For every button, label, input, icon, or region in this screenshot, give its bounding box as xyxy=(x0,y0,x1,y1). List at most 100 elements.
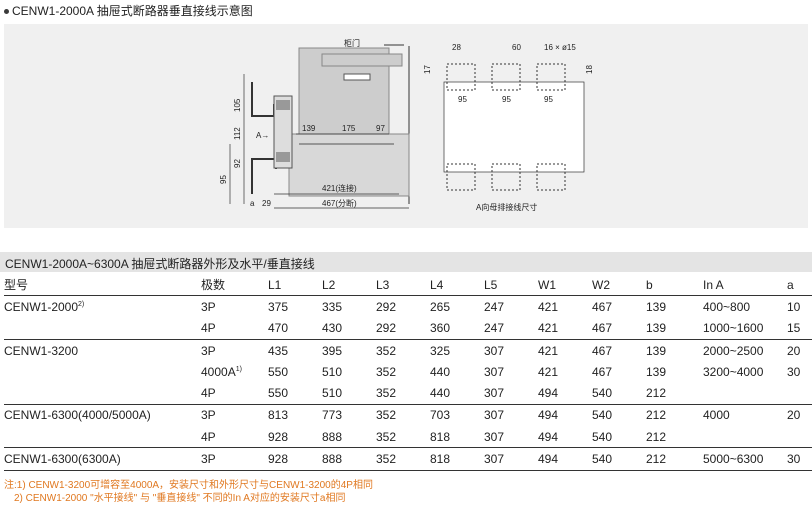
poles-cell: 4P xyxy=(201,382,268,405)
In-cell: 3200~4000 xyxy=(703,361,787,382)
dim-95-c: 95 xyxy=(544,95,553,104)
In-value: 2000~2500 xyxy=(703,343,764,358)
L4-cell: 440 xyxy=(430,361,484,382)
W1-value: 494 xyxy=(538,386,559,401)
L5-cell: 307 xyxy=(484,404,538,426)
In-cell: 2000~2500 xyxy=(703,339,787,361)
L2-value: 430 xyxy=(322,321,343,336)
poles-value: 4000A xyxy=(201,364,236,379)
header-cell: 型号 xyxy=(4,274,201,297)
L5-cell: 247 xyxy=(484,296,538,318)
L3-value: 352 xyxy=(376,386,397,401)
note-2: 2) CENW1-2000 "水平接线" 与 "垂直接线" 不同的In A对应的… xyxy=(14,493,346,504)
header-cell: W2 xyxy=(592,274,646,297)
In-cell: 1000~1600 xyxy=(703,317,787,340)
a-value: 15 xyxy=(787,321,801,336)
a-value: 20 xyxy=(787,343,801,358)
dim-112: 112 xyxy=(233,127,242,140)
cabinet-door-label: 柜门 xyxy=(344,38,360,48)
W2-cell: 467 xyxy=(592,361,646,382)
a-cell xyxy=(787,426,812,449)
b-value: 212 xyxy=(646,386,667,401)
header-cell: a xyxy=(787,274,812,297)
model-cell: CENW1-6300(4000/5000A) xyxy=(4,404,201,426)
W2-value: 540 xyxy=(592,386,613,401)
header-cell: L5 xyxy=(484,274,538,297)
b-value: 139 xyxy=(646,343,667,358)
header-cell: L2 xyxy=(322,274,376,297)
terminal-6 xyxy=(536,163,566,191)
header-cell: 极数 xyxy=(201,274,268,297)
poles-value: 4P xyxy=(201,321,216,336)
L1-cell: 928 xyxy=(268,447,322,471)
L3-value: 352 xyxy=(376,364,397,379)
W1-cell: 421 xyxy=(538,296,592,318)
L4-cell: 818 xyxy=(430,447,484,471)
table-title: CENW1-2000A~6300A 抽屉式断路器外形及水平/垂直接线 xyxy=(5,257,315,271)
In-cell: 4000 xyxy=(703,404,787,426)
a-value: 10 xyxy=(787,299,801,314)
L2-value: 773 xyxy=(322,408,343,423)
wiring-diagram: 柜门 105 112 95 92 A→ 139 175 97 421(连接) 4… xyxy=(4,24,808,228)
L5-cell: 307 xyxy=(484,361,538,382)
In-cell: 5000~6300 xyxy=(703,447,787,471)
W1-value: 421 xyxy=(538,343,559,358)
poles-value: 3P xyxy=(201,408,216,423)
L1-cell: 470 xyxy=(268,317,322,340)
terminal-1 xyxy=(446,63,476,91)
W1-value: 494 xyxy=(538,452,559,467)
poles-cell: 3P xyxy=(201,296,268,318)
model-footnote: 2) xyxy=(78,300,85,308)
L4-cell: 703 xyxy=(430,404,484,426)
L1-cell: 375 xyxy=(268,296,322,318)
model-cell xyxy=(4,382,201,405)
b-value: 139 xyxy=(646,321,667,336)
W2-cell: 540 xyxy=(592,447,646,471)
L4-value: 325 xyxy=(430,343,451,358)
W2-cell: 540 xyxy=(592,426,646,449)
L4-value: 360 xyxy=(430,321,451,336)
bullet-icon xyxy=(4,9,9,15)
spec-table: 型号 极数 L1 L2 L3 L4 L5 W1 W2 b In A a CENW… xyxy=(4,274,812,471)
b-cell: 212 xyxy=(646,426,703,449)
W1-cell: 421 xyxy=(538,317,592,340)
L2-value: 888 xyxy=(322,429,343,444)
W2-value: 540 xyxy=(592,429,613,444)
In-cell xyxy=(703,382,787,405)
L1-value: 813 xyxy=(268,408,289,423)
model-cell: CENW1-6300(6300A) xyxy=(4,447,201,471)
b-cell: 139 xyxy=(646,339,703,361)
L4-cell: 440 xyxy=(430,382,484,405)
poles-cell: 4000A1) xyxy=(201,361,268,382)
L3-value: 352 xyxy=(376,429,397,444)
L2-value: 510 xyxy=(322,386,343,401)
L5-value: 307 xyxy=(484,364,505,379)
L4-cell: 265 xyxy=(430,296,484,318)
L4-value: 818 xyxy=(430,429,451,444)
header-cell: L4 xyxy=(430,274,484,297)
W2-cell: 467 xyxy=(592,339,646,361)
W1-value: 421 xyxy=(538,321,559,336)
W1-cell: 494 xyxy=(538,447,592,471)
model-text: CENW1-6300(4000/5000A) xyxy=(4,408,151,423)
L4-cell: 325 xyxy=(430,339,484,361)
a-value: 30 xyxy=(787,364,801,379)
W2-cell: 467 xyxy=(592,296,646,318)
L5-value: 307 xyxy=(484,386,505,401)
poles-value: 3P xyxy=(201,452,216,467)
L1-cell: 435 xyxy=(268,339,322,361)
b-value: 139 xyxy=(646,299,667,314)
dim-95: 95 xyxy=(219,175,228,184)
upper-terminals xyxy=(446,63,566,91)
poles-value: 3P xyxy=(201,299,216,314)
dim-29: 29 xyxy=(262,199,271,208)
W2-value: 540 xyxy=(592,408,613,423)
W1-value: 421 xyxy=(538,299,559,314)
b-cell: 212 xyxy=(646,404,703,426)
